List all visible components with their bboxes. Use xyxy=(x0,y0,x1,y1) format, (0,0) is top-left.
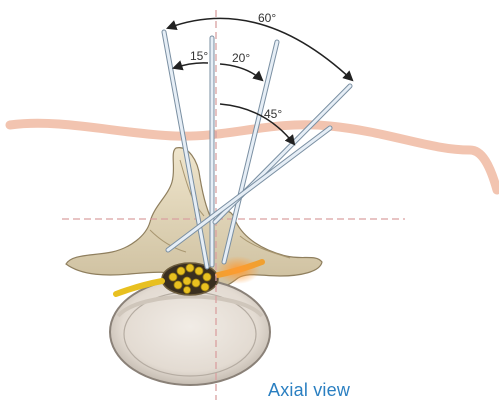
arc-20 xyxy=(220,64,262,80)
angle-label-45: 45° xyxy=(264,107,282,121)
caption-axial-view: Axial view xyxy=(268,380,350,401)
angle-label-15: 15° xyxy=(190,49,208,63)
angle-label-60: 60° xyxy=(258,11,276,25)
spinal-canal xyxy=(162,263,218,295)
arc-15 xyxy=(174,63,208,68)
angle-label-20: 20° xyxy=(232,51,250,65)
needle-20 xyxy=(224,42,277,262)
